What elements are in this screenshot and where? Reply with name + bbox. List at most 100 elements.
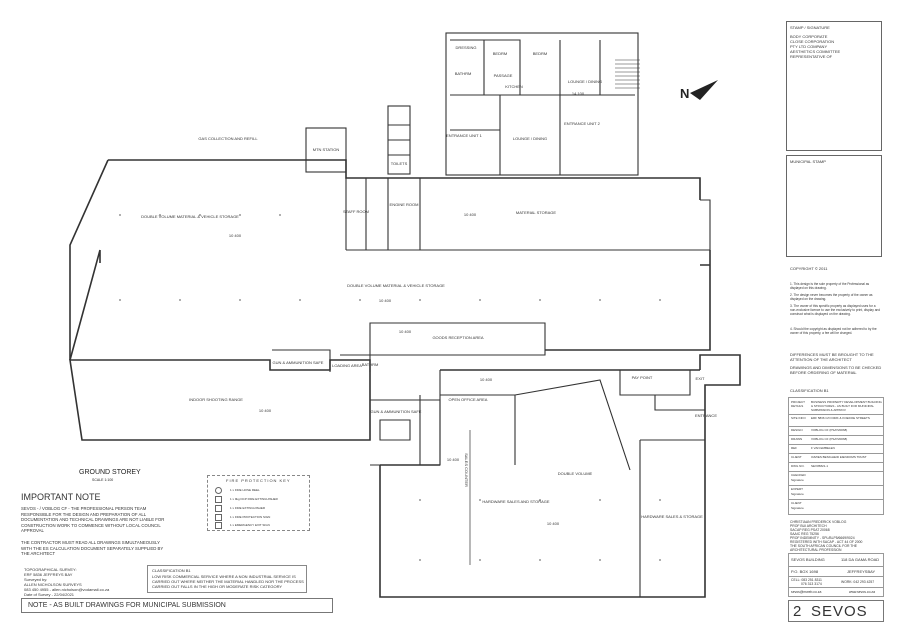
bottom-note-box: NOTE - AS BUILT DRAWINGS FOR MUNICIPAL S… — [21, 598, 333, 613]
field-key: SITE INFO — [791, 416, 806, 420]
level-tag: 10 400 — [447, 457, 460, 462]
survey-line: 083 450 4955 - allen.nicholson@vodamail.… — [24, 587, 110, 592]
room-label: OPEN OFFICE AREA — [449, 397, 488, 402]
room-label: LOUNGE / DINING — [513, 136, 547, 141]
wall-staff — [346, 178, 420, 251]
municipal-stamp-box: MUNICIPAL STAMP — [786, 155, 882, 257]
bottom-note: NOTE - AS BUILT DRAWINGS FOR MUNICIPAL S… — [28, 602, 226, 609]
room-label: ENGINE ROOM — [390, 202, 419, 207]
fire-symbol-icon — [215, 496, 222, 503]
architect-line: SAAIC REG 75256 — [790, 532, 819, 536]
classification-box: CLASSIFICATION B1 LOW RISK COMMERCIAL SE… — [147, 565, 307, 593]
field-value: OZZIES BESIGHEID EIENDOMS TRUST — [811, 455, 867, 459]
notes-heading: IMPORTANT NOTE — [21, 492, 101, 502]
room-label: LOADING AREA — [332, 363, 362, 368]
room-label: ENTRANCE UNIT 1 — [446, 133, 482, 138]
room-label: DOUBLE VOLUME MATERIAL & VEHICLE STORAGE — [141, 214, 239, 219]
signature-label: Signature — [791, 506, 804, 510]
contact-box: SEVOS BUILDING 118 DA GAMA ROAD P.O. BOX… — [788, 553, 884, 597]
plan-title: GROUND STOREY — [79, 469, 141, 476]
notes-body: SEVOS - / VOBLOG CF - THE PROFESSIONAL P… — [21, 506, 165, 534]
field-key: REF — [791, 446, 797, 450]
company-address: 118 DA GAMA ROAD — [841, 557, 880, 562]
stamp-line: BODY CORPORATE — [790, 34, 828, 39]
room-label: PAY POINT — [632, 375, 653, 380]
survey-line: Surveyed by: — [24, 577, 48, 582]
room-label: STAFF ROOM — [343, 209, 369, 214]
room-label: ENTRANCE — [695, 413, 717, 418]
wall-hw-right — [639, 439, 705, 597]
stair-lines — [615, 59, 640, 89]
fire-symbol-icon — [215, 514, 222, 521]
wall-hardware — [379, 354, 741, 598]
brand-name: SEVOS — [811, 603, 868, 620]
room-label: GUN & AMMUNITION SAFE — [273, 360, 324, 365]
survey-line: TOPOGRAPHICAL SURVEY: — [24, 567, 77, 572]
room-label: PASSAGE — [494, 73, 513, 78]
wall-residential — [445, 32, 639, 176]
signature-label: CHECKED — [791, 473, 806, 477]
fire-key-row: 1 x 9kg DCP FIRE EXTINGUISHER — [230, 497, 278, 501]
room-label: BEDRM — [493, 51, 507, 56]
cell-number-2: 076 313 3174 — [801, 582, 822, 586]
fire-symbol-icon — [215, 505, 222, 512]
architect-line: REGISTERED WITH SACAP - ACT 44 OF 2000 — [790, 540, 863, 544]
level-tag: 10 400 — [480, 377, 493, 382]
field-key: DESIGN — [791, 428, 803, 432]
level-tag: 10 400 — [464, 212, 477, 217]
notes-contractor: THE CONTRACTOR MUST READ ALL DRAWINGS SI… — [21, 540, 164, 557]
municipal-stamp-title: MUNICIPAL STAMP — [790, 159, 826, 164]
wall-top-storage — [69, 159, 701, 360]
company-name: SEVOS BUILDING — [791, 557, 825, 562]
room-label: INDOOR SHOOTING RANGE — [189, 397, 243, 402]
po-box: P.O. BOX 1698 — [791, 569, 819, 574]
field-key: CLIENT — [791, 455, 802, 459]
copyright-line: 2. The design never becomes the property… — [790, 293, 873, 301]
fire-key-row: 1 x FIRE EXTINGUISHER — [230, 506, 266, 510]
cell-number: CELL: 083 251 8311 — [791, 578, 822, 582]
room-label: LOUNGE / DINING — [568, 79, 602, 84]
wall-pay-point — [619, 369, 705, 411]
room-label: BATHRM — [362, 362, 379, 367]
fire-key-row: 1 x FIRE PROTECTION SIGN — [230, 515, 271, 519]
survey-line: ALLEN NICHOLSON SURVEYS — [24, 582, 82, 587]
room-label: HARDWARE SALES & STORAGE — [641, 514, 703, 519]
field-value: VOBLOG CF (PSAT20068) — [811, 437, 848, 441]
field-value: ERF 5836 C/O DIRK & KOEDOE STREETS — [811, 416, 870, 420]
room-label: MATERIAL STORAGE — [516, 210, 556, 215]
survey-line: Date of Survey - 22/04/2021 — [24, 592, 75, 597]
wall-lower-block — [370, 395, 441, 466]
wall-office — [439, 370, 631, 471]
room-label: GOODS RECEPTION AREA — [432, 335, 483, 340]
stamp-line: AESTHETICS COMMITTEE — [790, 49, 841, 54]
room-label: DOUBLE VOLUME — [558, 471, 593, 476]
stamp-title: STAMP / SIGNATURE — [790, 25, 830, 30]
check-note: DRAWINGS AND DIMENSIONS TO BE CHECKED BE… — [790, 365, 882, 375]
architect-line: CHRISTIAAN FREDERICK VOBLOG — [790, 520, 847, 524]
stamp-line: REPRESENTATIVE OF — [790, 54, 833, 59]
level-tag: 10 400 — [399, 329, 412, 334]
classification-label: CLASSIFICATION B1 — [790, 388, 829, 393]
room-label: EXIT — [696, 376, 705, 381]
copyright-line: 1. This design is the sole property of t… — [790, 282, 870, 290]
town: JEFFREYSBAY — [847, 569, 876, 574]
copyright-title: COPYRIGHT © 2011 — [790, 266, 828, 271]
field-value: BUSINESS PROPERTY DEVELOPMENT BUILDING &… — [811, 400, 882, 412]
level-tag: 10 400 — [259, 408, 272, 413]
survey-line: ERF 5836 JEFFREYS BAY — [24, 572, 73, 577]
wall-upper-band — [345, 178, 711, 251]
level-tag: 14 100 — [572, 91, 585, 96]
classification-title: CLASSIFICATION B1 — [152, 568, 191, 573]
field-key: DWG NO. — [791, 464, 805, 468]
signature-label: Signature — [791, 492, 804, 496]
fire-key-row: 1 x FIRE HOSE REEL — [230, 488, 260, 492]
architect-line: SACAP REG PSAT 20068 — [790, 528, 830, 532]
room-label: KITCHEN — [505, 84, 523, 89]
level-tag: 10 400 — [229, 233, 242, 238]
room-label: TOILETS — [391, 161, 408, 166]
architect-line: PROF BUI ARCHITECH — [790, 524, 827, 528]
room-label: HARDWARE SALES AND STORAGE — [482, 499, 549, 504]
room-label: BATHRM — [455, 71, 472, 76]
